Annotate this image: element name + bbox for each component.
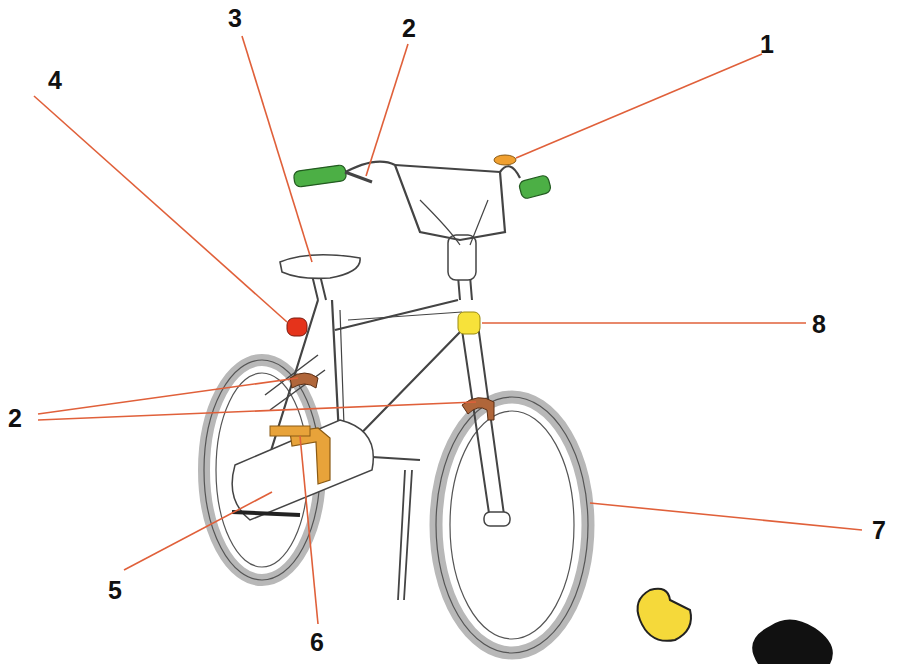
front-light	[458, 312, 480, 334]
bell	[494, 155, 516, 165]
front-fork	[462, 325, 505, 522]
pointing-hand	[638, 589, 691, 641]
callout-number: 7	[872, 518, 886, 543]
front-tyre	[436, 397, 588, 653]
rear-stay	[265, 355, 325, 410]
crossbar	[395, 165, 500, 172]
cartoon-hair	[752, 619, 833, 664]
brake-lever	[345, 172, 372, 182]
kickstand	[398, 470, 412, 600]
callout-number: 1	[760, 32, 774, 57]
callout-number: 5	[108, 578, 122, 603]
rear-brake	[290, 373, 318, 388]
saddle	[280, 255, 360, 279]
front-tyre-edge	[436, 397, 588, 653]
callout-number: 6	[310, 630, 324, 655]
right-grip	[518, 174, 552, 199]
front-brake	[462, 398, 494, 420]
leader-lines	[34, 36, 862, 624]
callout-number: 4	[48, 68, 62, 93]
callout-number: 3	[228, 6, 242, 31]
brake-cable	[420, 200, 488, 245]
left-grip	[293, 164, 347, 187]
pedal	[270, 426, 310, 436]
front-hub	[484, 512, 510, 526]
chain	[232, 512, 300, 515]
callout-number: 8	[812, 312, 826, 337]
callout-number: 2	[402, 16, 416, 41]
rear-light	[287, 318, 307, 336]
front-rim	[450, 411, 574, 639]
callout-number: 2	[8, 406, 22, 431]
